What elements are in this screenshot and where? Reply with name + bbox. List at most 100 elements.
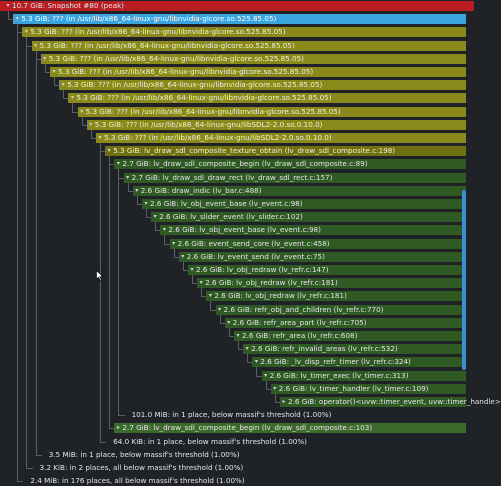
tree-connector-line (173, 248, 175, 257)
expand-arrow-icon[interactable]: ▾ (190, 266, 194, 273)
tree-row[interactable]: 3.5 MiB: in 1 place, below massif's thre… (41, 450, 466, 460)
tree-row[interactable]: ▾2.7 GiB: lv_draw_sdl_draw_rect (lv_draw… (123, 172, 466, 183)
tree-row[interactable]: ▾2.6 GiB: _lv_disp_refr_timer (lv_refr.c… (252, 357, 466, 368)
expand-arrow-icon[interactable]: ▾ (254, 358, 258, 366)
tree-row-label: 2.6 GiB: refr_obj_and_children (lv_refr.… (223, 304, 384, 314)
tree-connector-line (136, 195, 138, 204)
expand-arrow-icon[interactable]: ▾ (245, 345, 249, 353)
tree-row[interactable]: ▾2.6 GiB: refr_area_part (lv_refr.c:705) (224, 317, 466, 328)
collapse-arrow-icon[interactable]: ▸ (116, 424, 120, 432)
tree-row[interactable]: ▾2.6 GiB: lv_obj_event_base (lv_event.c:… (142, 199, 466, 209)
tree-row[interactable]: ▾5.3 GiB: ??? (in /usr/lib/x86_64-linux-… (68, 93, 466, 104)
tree-row-label: 5.3 GiB: ??? (in /usr/lib/x86_64-linux-g… (58, 67, 314, 76)
tree-connector-line (81, 124, 88, 126)
expand-arrow-icon[interactable]: ▾ (199, 279, 203, 287)
tree-row[interactable]: ▸2.6 GiB: operator()<uvw::timer_event, u… (280, 397, 501, 407)
tree-connector-line (265, 380, 267, 389)
expand-arrow-icon[interactable]: ▾ (162, 226, 166, 234)
tree-row-label: 10.7 GiB: Snapshot #80 (peak) (12, 1, 124, 10)
tree-row[interactable]: ▾5.3 GiB: ??? (in /usr/lib/x86_64-linux-… (13, 14, 466, 25)
expand-arrow-icon[interactable]: ▾ (61, 81, 65, 89)
expand-arrow-icon[interactable]: ▾ (126, 173, 130, 181)
expand-arrow-icon[interactable]: ▾ (153, 213, 157, 221)
expand-arrow-icon[interactable]: ▾ (181, 252, 185, 260)
tree-connector-line (8, 11, 9, 20)
expand-arrow-icon[interactable]: ▾ (15, 15, 19, 23)
expand-arrow-icon[interactable]: ▾ (43, 54, 47, 62)
tree-row[interactable]: ▾2.6 GiB: lv_obj_event_base (lv_event.c:… (160, 225, 466, 236)
tree-row[interactable]: ▾2.6 GiB: draw_indic (lv_bar.c:488) (132, 185, 466, 196)
expand-arrow-icon[interactable]: ▾ (172, 239, 176, 247)
expand-arrow-icon[interactable]: ▾ (116, 160, 120, 168)
tree-connector-line (81, 116, 83, 125)
tree-row[interactable]: ▾2.6 GiB: event_send_core (lv_event.c:45… (169, 238, 466, 249)
tree-row-label: 2.6 GiB: refr_area (lv_refr.c:608) (242, 331, 358, 340)
tree-row[interactable]: ▾2.6 GiB: lv_obj_redraw (lv_refr.c:181) (197, 278, 466, 289)
tree-connector-line (17, 32, 24, 34)
tree-row[interactable]: 3.2 KiB: in 2 places, all below massif's… (32, 463, 466, 473)
tree-row[interactable]: ▾5.3 GiB: ??? (in /usr/lib/x86_64-linux-… (77, 106, 466, 117)
tree-row-label: 2.6 GiB: operator()<uvw::timer_event, uv… (288, 397, 501, 406)
expand-arrow-icon[interactable]: ▾ (80, 107, 84, 115)
expand-arrow-icon[interactable]: ▾ (135, 186, 139, 194)
tree-connector-line (192, 275, 193, 284)
tree-row[interactable]: ▾5.3 GiB: ??? (in /usr/lib/x86_64-linux-… (40, 53, 466, 64)
tree-row[interactable]: ▾2.6 GiB: refr_obj_and_children (lv_refr… (215, 304, 466, 315)
tree-connector-line (164, 235, 166, 244)
expand-arrow-icon[interactable]: ▾ (144, 200, 148, 207)
expand-arrow-icon[interactable]: ▾ (52, 68, 56, 75)
tree-row-label: 2.6 GiB: draw_indic (lv_bar.c:488) (140, 185, 262, 195)
expand-arrow-icon[interactable]: ▾ (70, 94, 74, 102)
tree-row-label: 5.3 GiB: ??? (in /usr/lib/x86_64-linux-g… (21, 14, 277, 24)
scrollbar-thumb[interactable] (462, 190, 466, 370)
expand-arrow-icon[interactable]: ▾ (208, 292, 212, 300)
expand-arrow-icon[interactable]: ▾ (98, 134, 102, 141)
tree-connector-line (54, 85, 61, 87)
expand-arrow-icon[interactable]: ▾ (34, 41, 38, 49)
tree-row[interactable]: ▾5.3 GiB: ??? (in /usr/lib/x86_64-linux-… (50, 67, 466, 77)
tree-connector-line (35, 454, 42, 456)
tree-row[interactable]: ▾5.3 GiB: ??? (in /usr/lib/x86_64-linux-… (22, 27, 466, 38)
vertical-scrollbar[interactable] (462, 190, 466, 370)
tree-row[interactable]: 64.0 KiB: in 1 place, below massif's thr… (105, 437, 466, 447)
tree-row[interactable]: ▾2.6 GiB: lv_obj_redraw (lv_refr.c:181) (206, 291, 466, 302)
tree-connector-line (100, 151, 107, 153)
tree-row[interactable]: ▾2.6 GiB: refr_invalid_areas (lv_refr.c:… (243, 344, 466, 355)
tree-row[interactable]: ▾2.6 GiB: refr_area (lv_refr.c:608) (234, 331, 466, 341)
tree-connector-line (182, 261, 184, 270)
tree-connector-line (256, 375, 263, 377)
tree-row[interactable]: ▾2.6 GiB: lv_obj_redraw (lv_refr.c:147) (188, 265, 466, 275)
tree-row[interactable]: ▾2.6 GiB: lv_timer_handler (lv_timer.c:1… (270, 383, 466, 394)
tree-connector-line (228, 327, 230, 336)
tree-row[interactable]: ▾5.3 GiB: ??? (in /usr/lib/x86_64-linux-… (96, 133, 466, 143)
tree-connector-line (35, 58, 42, 60)
tree-row[interactable]: ▾5.3 GiB: lv_draw_sdl_composite_texture_… (105, 146, 466, 157)
expand-arrow-icon[interactable]: ▾ (89, 120, 93, 128)
expand-arrow-icon[interactable]: ▾ (218, 305, 222, 313)
tree-row-label: 2.6 GiB: event_send_core (lv_event.c:458… (177, 238, 330, 248)
expand-arrow-icon[interactable]: ▾ (24, 28, 28, 36)
expand-arrow-icon[interactable]: ▾ (236, 332, 240, 339)
tree-connector-line (210, 301, 212, 310)
tree-row[interactable]: ▾5.3 GiB: ??? (in /usr/lib/x86_64-linux-… (59, 80, 466, 91)
expand-arrow-icon[interactable]: ▾ (227, 318, 231, 326)
tree-row[interactable]: ▾2.7 GiB: lv_draw_sdl_composite_begin (l… (114, 159, 466, 170)
tree-row[interactable]: ▾5.3 GiB: ??? (in /usr/lib/x86_64-linux-… (31, 40, 466, 51)
tree-row[interactable]: ▾2.6 GiB: lv_event_send (lv_event.c:75) (178, 251, 466, 262)
collapse-arrow-icon[interactable]: ▸ (282, 398, 286, 405)
tree-row-label: 2.7 GiB: lv_draw_sdl_composite_begin (lv… (122, 423, 373, 433)
tree-row[interactable]: 2.4 MiB: in 176 places, all below massif… (22, 476, 466, 486)
tree-row[interactable]: ▾2.6 GiB: lv_slider_event (lv_slider.c:1… (151, 212, 466, 223)
tree-root-row[interactable]: ▾10.7 GiB: Snapshot #80 (peak) (0, 1, 474, 11)
expand-arrow-icon[interactable]: ▾ (273, 384, 277, 392)
expand-arrow-icon[interactable]: ▾ (107, 147, 111, 155)
expand-arrow-icon[interactable]: ▾ (6, 2, 10, 9)
tree-connector-line (127, 182, 129, 191)
tree-row[interactable]: ▾2.6 GiB: lv_timer_exec (lv_timer.c:313) (261, 370, 466, 381)
tree-row[interactable]: 101.0 MiB: in 1 place, below massif's th… (124, 410, 466, 420)
tree-row[interactable]: ▸2.7 GiB: lv_draw_sdl_composite_begin (l… (114, 423, 466, 434)
tree-row-label: 2.6 GiB: refr_invalid_areas (lv_refr.c:5… (251, 344, 398, 354)
expand-arrow-icon[interactable]: ▾ (264, 371, 268, 379)
tree-row[interactable]: ▾5.3 GiB: ??? (in /usr/lib/x86_64-linux-… (86, 119, 466, 130)
